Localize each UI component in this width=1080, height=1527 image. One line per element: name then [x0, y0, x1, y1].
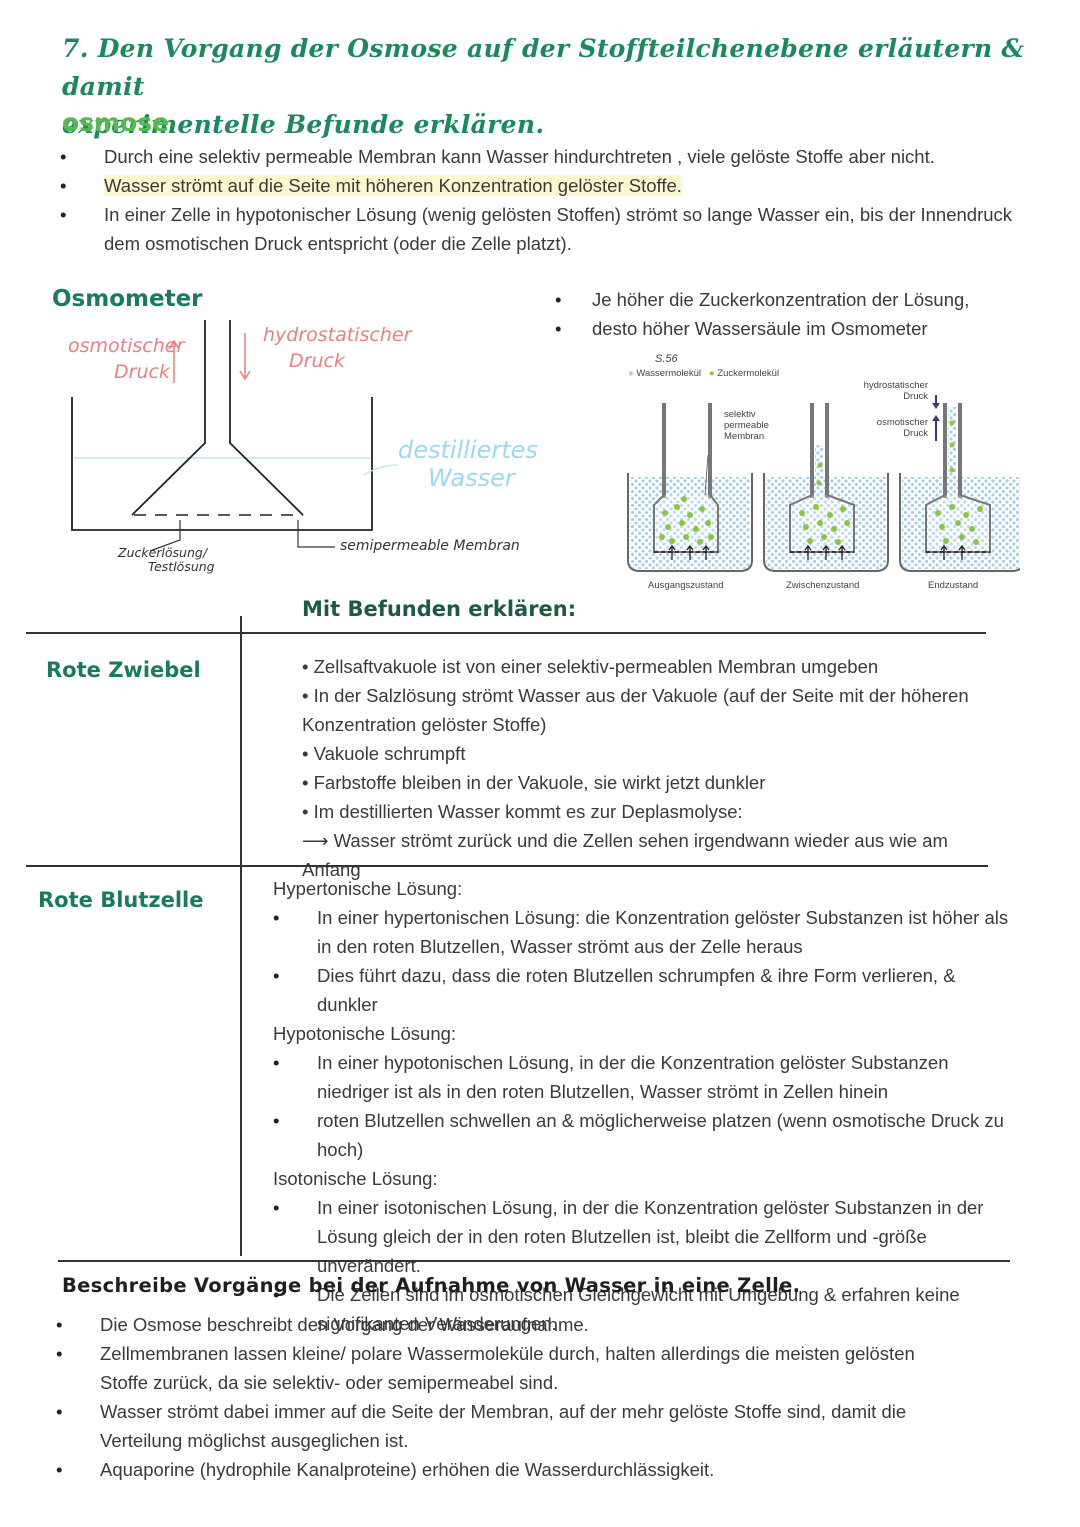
- iso-title: Isotonische Lösung:: [273, 1168, 438, 1189]
- table-top-rule: [26, 632, 986, 634]
- table-bottom-rule: [58, 1260, 1010, 1262]
- hydrostatic-pressure-line-2: Druck: [289, 350, 345, 372]
- distilled-water-line-1: destilliertes: [398, 436, 538, 464]
- figure-membrane-line-3: Membran: [724, 431, 765, 442]
- figure-osmo-label: osmotischer Druck: [858, 417, 928, 439]
- semipermeable-membrane-label: semipermeable Membran: [340, 538, 520, 554]
- sugar-solution-line-1: Zuckerlösung/: [118, 545, 208, 560]
- beaker-zwischenzustand: [763, 403, 889, 572]
- right-bullets: Je höher die Zuckerkonzentration der Lös…: [555, 285, 1055, 343]
- hypo-bullet-2: roten Blutzellen schwellen an & mögliche…: [273, 1106, 1018, 1164]
- hypo-bullet-1: In einer hypotonischen Lösung, in der di…: [273, 1048, 1018, 1106]
- wasser-bullet-3: Wasser strömt dabei immer auf die Seite …: [56, 1397, 936, 1455]
- wasser-bullet-2: Zellmembranen lassen kleine/ polare Wass…: [56, 1339, 936, 1397]
- wasser-heading: Beschreibe Vorgänge bei der Aufnahme von…: [62, 1274, 801, 1297]
- rote-blutzelle-label: Rote Blutzelle: [38, 888, 204, 912]
- state-label-2: Zwischenzustand: [786, 580, 860, 591]
- table-vertical-rule: [240, 616, 242, 1256]
- figure-hydro-line-2: Druck: [903, 391, 928, 402]
- legend-water-text: Wassermolekül: [636, 368, 701, 379]
- osmose-bullet-2-text: Wasser strömt auf die Seite mit höheren …: [104, 175, 682, 196]
- figure-membrane-line-1: selektiv: [724, 409, 756, 420]
- state-label-3: Endzustand: [928, 580, 979, 591]
- osmose-bullet-2: Wasser strömt auf die Seite mit höheren …: [60, 171, 1020, 200]
- hypo-title: Hypotonische Lösung:: [273, 1023, 457, 1044]
- page-title-line-2: experimentelle Befunde erklären.: [62, 110, 545, 139]
- zwiebel-line-7: ⟶ Wasser strömt zurück und die Zellen se…: [302, 830, 948, 880]
- osmotic-pressure-line-2: Druck: [114, 361, 170, 383]
- hyper-bullet-1: In einer hypertonischen Lösung: die Konz…: [273, 903, 1018, 961]
- osmometer-diagram: [71, 320, 399, 552]
- figure-osmo-line-2: Druck: [903, 428, 928, 439]
- iso-bullet-1: In einer isotonischen Lösung, in der die…: [273, 1193, 1018, 1280]
- beaker-ausgangszustand: [627, 403, 753, 572]
- hyper-bullet-2: Dies führt dazu, dass die roten Blutzell…: [273, 961, 1018, 1019]
- funnel-left-wall: [131, 320, 206, 516]
- osmotic-pressure-label: osmotischer Druck: [68, 333, 184, 385]
- osmose-bullets: Durch eine selektiv permeable Membran ka…: [60, 142, 1020, 258]
- zwiebel-notes: • Zellsaftvakuole ist von einer selektiv…: [302, 652, 1002, 884]
- wasser-bullet-1: Die Osmose beschreibt den Vorgang der Wa…: [56, 1310, 936, 1339]
- figure-legend: ● Wassermolekül ● Zuckermolekül: [628, 368, 779, 379]
- water-dot-icon: ●: [628, 368, 634, 379]
- figure-osmo-line-1: osmotischer: [876, 417, 928, 428]
- figure-page-ref: S.56: [655, 353, 678, 365]
- zwiebel-line-4: • Vakuole schrumpft: [302, 743, 466, 764]
- figure-membrane-label: selektiv permeable Membran: [724, 409, 769, 442]
- sugar-dot-icon: ●: [708, 368, 715, 379]
- osmose-bullet-1: Durch eine selektiv permeable Membran ka…: [60, 142, 1020, 171]
- zwiebel-line-1: • Zellsaftvakuole ist von einer selektiv…: [302, 656, 879, 677]
- zwiebel-line-3: Konzentration gelöster Stoffe): [302, 714, 547, 735]
- right-bullet-1: Je höher die Zuckerkonzentration der Lös…: [555, 285, 1055, 314]
- zwiebel-line-6: • Im destillierten Wasser kommt es zur D…: [302, 801, 743, 822]
- state-label-1: Ausgangszustand: [648, 580, 724, 591]
- distilled-water-label: destilliertes Wasser: [398, 436, 538, 492]
- beaker-endzustand: [899, 395, 1020, 572]
- sugar-leader-line: [149, 520, 181, 552]
- zwiebel-line-2: • In der Salzlösung strömt Wasser aus de…: [302, 685, 969, 706]
- wasser-bullet-4: Aquaporine (hydrophile Kanalproteine) er…: [56, 1455, 936, 1484]
- hyper-title: Hypertonische Lösung:: [273, 878, 463, 899]
- funnel-right-wall: [229, 320, 304, 516]
- wasser-bullets: Die Osmose beschreibt den Vorgang der Wa…: [56, 1310, 936, 1484]
- osmose-heading: osmose: [62, 108, 170, 137]
- membrane-leader-line: [297, 520, 335, 548]
- hydrostatic-pressure-label: hydrostatischer Druck: [263, 322, 411, 374]
- osmosis-figure: [627, 395, 1020, 572]
- beaker-outline: [71, 397, 373, 531]
- legend-sugar-text: Zuckermolekül: [717, 368, 780, 379]
- page-title-line-1: 7. Den Vorgang der Osmose auf der Stofft…: [62, 34, 1025, 101]
- osmotic-pressure-line-1: osmotischer: [68, 335, 185, 357]
- osmotic-arrowhead: [168, 339, 180, 350]
- blutzelle-notes: Hypertonische Lösung: In einer hypertoni…: [273, 874, 1018, 1338]
- sugar-solution-label: Zuckerlösung/ Testlösung: [118, 546, 215, 574]
- osmometer-heading: Osmometer: [52, 286, 203, 312]
- osmose-bullet-3: In einer Zelle in hypotonischer Lösung (…: [60, 200, 1020, 258]
- figure-hydro-line-1: hydrostatischer: [863, 380, 928, 391]
- right-bullet-2: desto höher Wassersäule im Osmometer: [555, 314, 1055, 343]
- figure-hydro-label: hydrostatischer Druck: [858, 380, 928, 402]
- rote-zwiebel-label: Rote Zwiebel: [46, 658, 201, 682]
- table-middle-rule: [26, 865, 988, 867]
- page-title: 7. Den Vorgang der Osmose auf der Stofft…: [62, 30, 1062, 144]
- figure-membrane-line-2: permeable: [724, 420, 769, 431]
- sugar-solution-line-2: Testlösung: [148, 559, 215, 574]
- distilled-water-line-2: Wasser: [428, 464, 515, 492]
- zwiebel-line-5: • Farbstoffe bleiben in der Vakuole, sie…: [302, 772, 766, 793]
- hydro-arrowhead: [239, 370, 251, 381]
- water-leader-line: [363, 464, 399, 476]
- befunde-heading: Mit Befunden erklären:: [302, 597, 577, 621]
- hydrostatic-pressure-line-1: hydrostatischer: [263, 324, 412, 346]
